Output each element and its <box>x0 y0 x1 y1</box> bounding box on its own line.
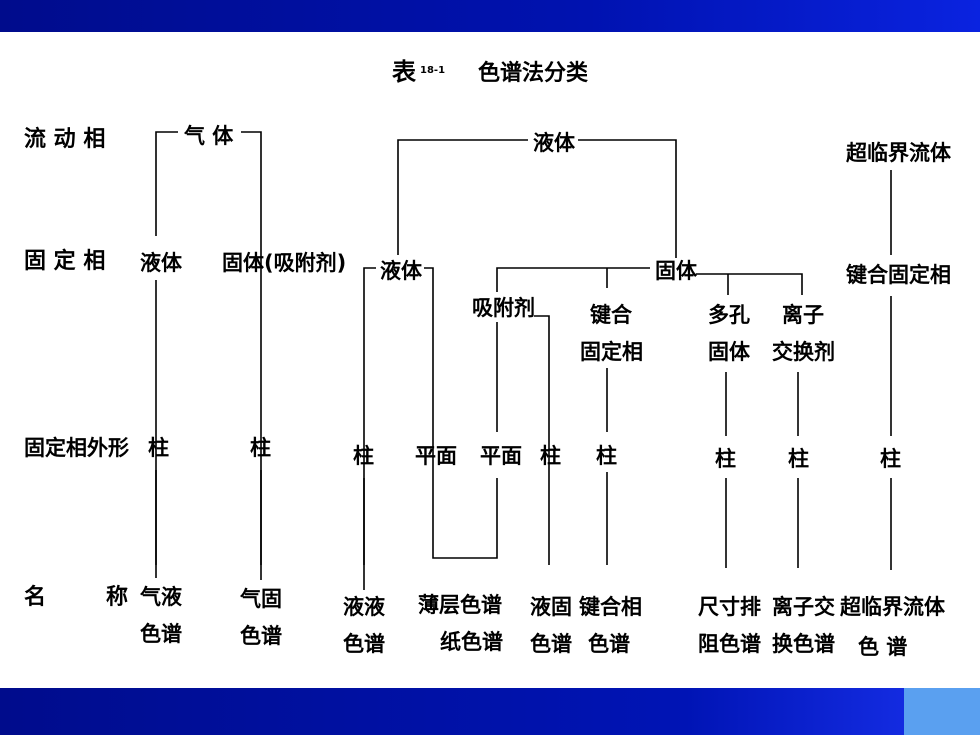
liquid-lc-branch <box>363 267 498 565</box>
name-bonded-phase-line2: 色谱 <box>588 632 630 656</box>
gas-branch <box>155 131 262 565</box>
title-text: 色谱法分类 <box>478 60 589 86</box>
top-banner <box>0 0 980 32</box>
name-ion-exchange-line1: 离子交 <box>772 595 835 619</box>
name-liquid-liquid-line1: 液液 <box>343 595 385 619</box>
name-size-exclusion-line1: 尺寸排 <box>698 595 761 619</box>
stationary-liquid-gc: 液体 <box>140 251 183 275</box>
liquid-branch <box>397 139 677 258</box>
shape-column-1: 柱 <box>148 436 169 460</box>
shape-column-6: 柱 <box>715 447 736 471</box>
row-label-mobile-phase: 流 动 相 <box>24 126 105 152</box>
name-liquid-solid-line2: 色谱 <box>530 632 572 656</box>
row-label-stationary-phase: 固 定 相 <box>24 248 105 274</box>
stationary-liquid-lc: 液体 <box>380 259 423 283</box>
stationary-solid-adsorbent: 固体(吸附剂) <box>222 251 346 275</box>
stationary-ion-exchanger-line1: 离子 <box>782 303 824 327</box>
row-label-stationary-shape: 固定相外形 <box>24 436 129 460</box>
name-gas-solid-line1: 气固 <box>239 587 282 611</box>
name-gas-liquid-line2: 色谱 <box>140 622 182 646</box>
name-tlc-paper-line2: 纸色谱 <box>440 630 503 654</box>
mobile-gas: 气 体 <box>183 124 234 148</box>
name-ion-exchange-line2: 换色谱 <box>772 632 835 656</box>
name-gas-liquid-line1: 气液 <box>139 585 182 609</box>
shape-plane-1: 平面 <box>415 444 457 468</box>
stationary-bonded-phase-line2: 固定相 <box>580 340 643 364</box>
shape-column-5: 柱 <box>596 444 617 468</box>
mobile-supercritical: 超临界流体 <box>846 141 952 165</box>
solid-branch <box>496 267 803 295</box>
shape-plane-2: 平面 <box>480 444 522 468</box>
bottom-banner <box>0 688 980 735</box>
title-number: 18-1 <box>420 65 445 76</box>
name-liquid-liquid-line2: 色谱 <box>343 632 385 656</box>
stationary-bonded: 键合固定相 <box>846 263 951 287</box>
mobile-liquid: 液体 <box>533 131 576 155</box>
name-liquid-solid-line1: 液固 <box>530 595 572 619</box>
name-tlc-paper-line1: 薄层色谱 <box>418 593 502 617</box>
shape-column-3: 柱 <box>353 444 374 468</box>
shape-column-2: 柱 <box>250 436 271 460</box>
shape-column-8: 柱 <box>880 447 901 471</box>
name-gas-solid-line2: 色谱 <box>240 624 282 648</box>
shape-column-4: 柱 <box>540 444 561 468</box>
stationary-bonded-phase-line1: 键合 <box>590 303 633 327</box>
stationary-porous-line1: 多孔 <box>708 303 750 327</box>
shape-column-7: 柱 <box>788 447 809 471</box>
row-label-name-a: 名 <box>24 584 46 610</box>
corner-accent <box>904 688 980 735</box>
name-supercritical-line2: 色 谱 <box>858 635 907 659</box>
name-size-exclusion-line2: 阻色谱 <box>698 632 761 656</box>
title-prefix: 表 <box>392 58 417 86</box>
stationary-ion-exchanger-line2: 交换剂 <box>772 340 835 364</box>
name-bonded-phase-line1: 键合相 <box>579 595 642 619</box>
stationary-porous-line2: 固体 <box>708 340 751 364</box>
name-supercritical-line1: 超临界流体 <box>840 595 946 619</box>
stationary-adsorbent: 吸附剂 <box>472 296 535 320</box>
row-label-name-b: 称 <box>106 584 128 610</box>
adsorbent-to-column <box>534 315 550 565</box>
stationary-solid: 固体 <box>655 259 698 283</box>
